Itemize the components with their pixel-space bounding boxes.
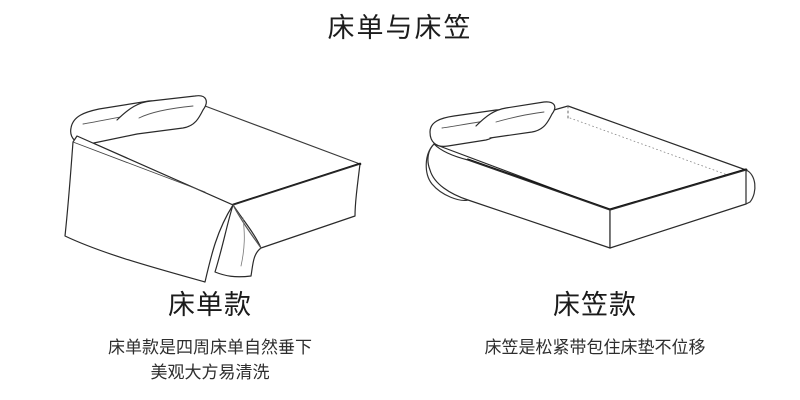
- flat-sheet-illustration: [55, 78, 385, 288]
- page-title: 床单与床笠: [327, 13, 473, 44]
- flat-sheet-desc-line-1: 床单款是四周床单自然垂下: [108, 338, 312, 358]
- flat-sheet-heading: 床单款: [168, 290, 252, 321]
- fitted-sheet-description: 床笠是松紧带包住床垫不位移: [430, 336, 760, 361]
- fitted-sheet-heading: 床笠款: [553, 290, 637, 321]
- flat-sheet-desc-line-2: 美观大方易清洗: [150, 363, 270, 383]
- fitted-sheet-desc-line-1: 床笠是松紧带包住床垫不位移: [484, 338, 706, 358]
- fitted-sheet-section: 床笠款 床笠是松紧带包住床垫不位移: [430, 288, 760, 361]
- flat-sheet-description: 床单款是四周床单自然垂下 美观大方易清洗: [60, 336, 360, 386]
- flat-sheet-section: 床单款 床单款是四周床单自然垂下 美观大方易清洗: [60, 288, 360, 386]
- fitted-sheet-illustration: [420, 78, 760, 268]
